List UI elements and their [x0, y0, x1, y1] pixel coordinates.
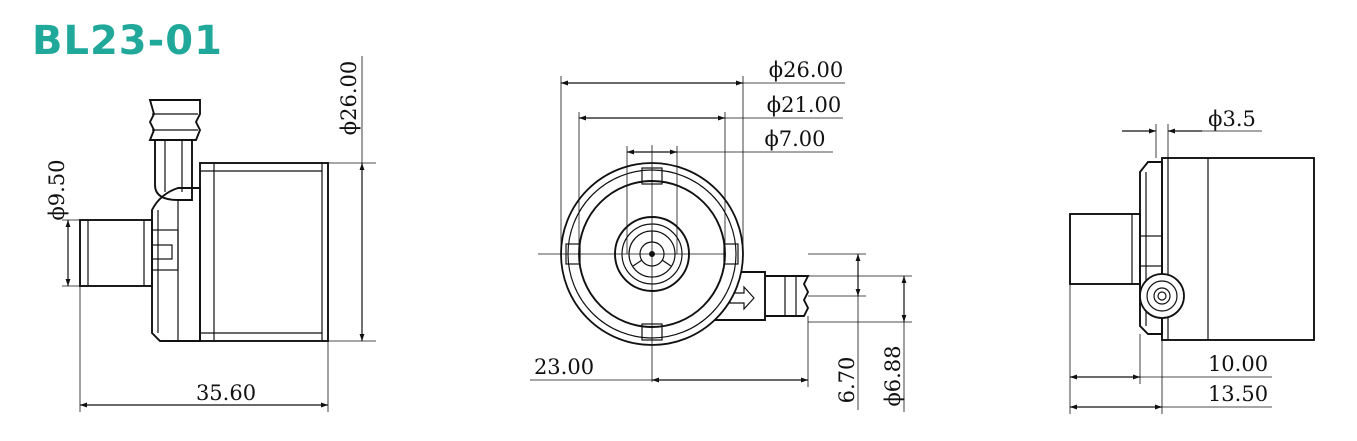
dim-front-outer-dia: ϕ26.00	[769, 58, 843, 82]
side-outlet-barb	[148, 99, 202, 141]
side-outlet-elbow	[154, 140, 193, 201]
dim-side-height-dia: ϕ26.00	[337, 61, 361, 135]
rear-motor-body	[1161, 157, 1315, 341]
rear-view	[1069, 124, 1315, 414]
front-outlet-barb	[765, 275, 810, 317]
dim-side-length: 35.60	[196, 381, 256, 405]
rear-inlet-nozzle	[1069, 213, 1141, 285]
side-motor-body	[199, 162, 329, 342]
dim-front-inner-dia: ϕ7.00	[764, 127, 825, 151]
dim-front-outlet-dia: ϕ6.88	[881, 345, 905, 406]
rear-flange	[1139, 161, 1163, 335]
dim-side-inlet-dia: ϕ9.50	[45, 159, 69, 220]
front-view	[530, 76, 912, 412]
side-inlet-nozzle	[79, 219, 153, 287]
page-title: BL23-01	[32, 18, 223, 64]
flow-arrow-icon	[729, 285, 755, 311]
side-view	[62, 56, 376, 412]
dim-rear-length-1: 10.00	[1208, 352, 1268, 376]
side-pump-head	[151, 187, 201, 342]
dim-rear-outlet-dia: ϕ3.5	[1208, 107, 1256, 131]
dim-front-mid-dia: ϕ21.00	[767, 93, 841, 117]
dim-front-outlet-offset: 6.70	[835, 357, 859, 404]
dim-rear-length-2: 13.50	[1208, 382, 1268, 406]
dim-front-outlet-reach: 23.00	[534, 355, 594, 379]
